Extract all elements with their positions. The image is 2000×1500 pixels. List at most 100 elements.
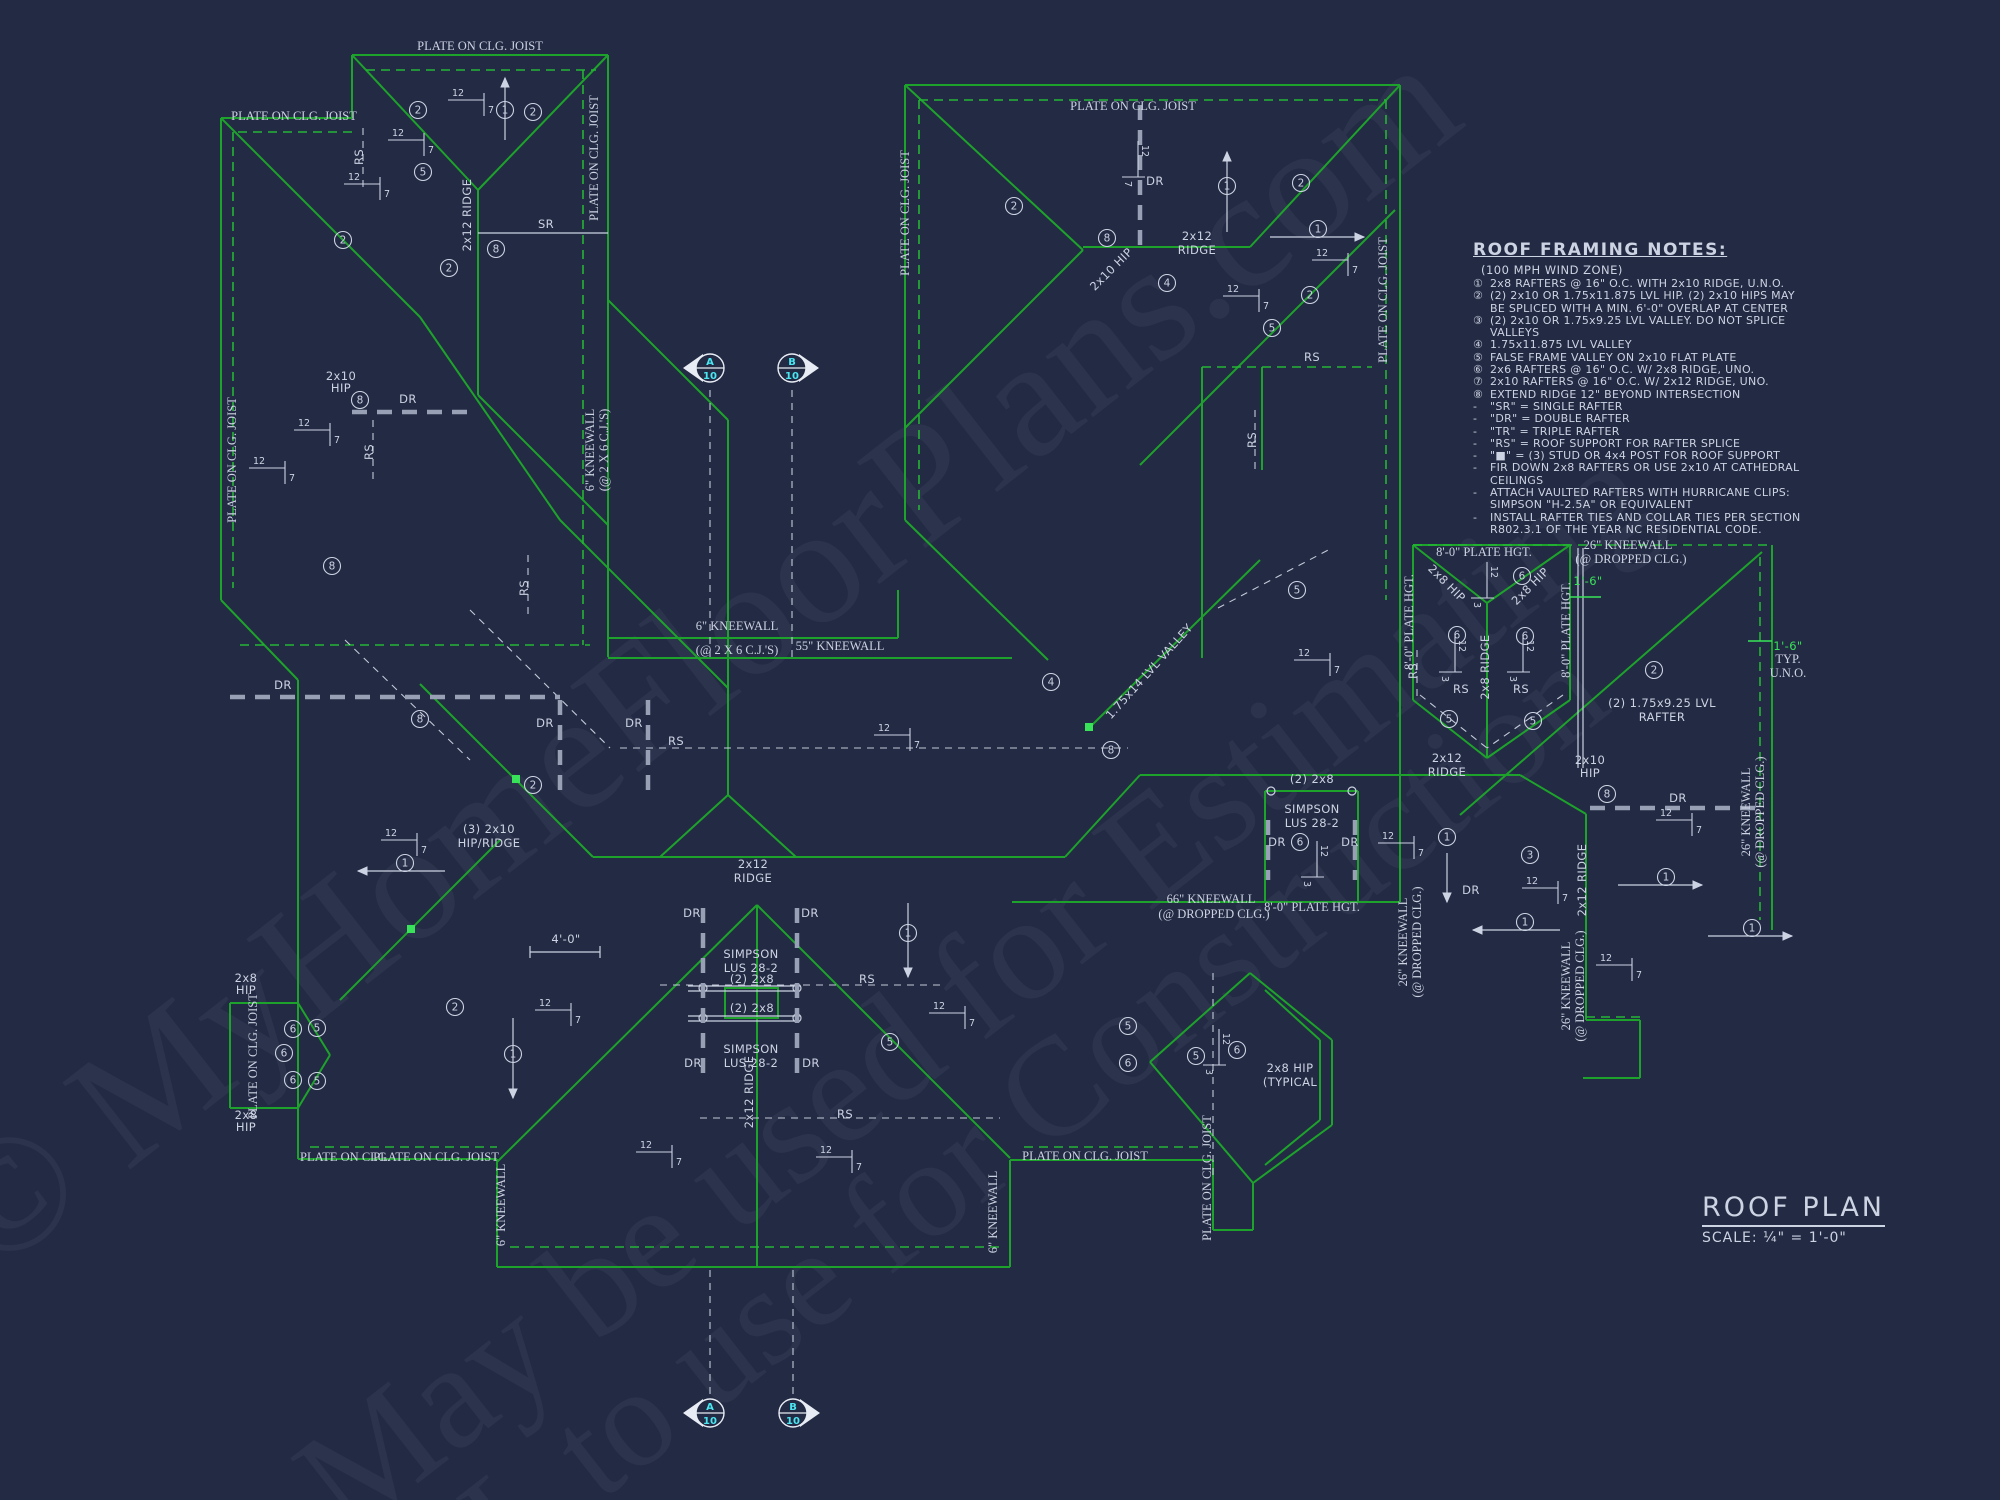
svg-text:12: 12 <box>348 172 360 183</box>
plan-label: (@ DROPPED CLG.) <box>1753 756 1767 867</box>
svg-text:12: 12 <box>1318 845 1329 857</box>
plan-label: 2x10 <box>326 369 356 383</box>
plan-label: (@ DROPPED CLG.) <box>1410 886 1424 997</box>
plan-label: DR <box>1268 835 1286 849</box>
keynote-number: 4 <box>1048 677 1055 689</box>
keynote-number: 2 <box>1307 290 1314 302</box>
svg-text:12: 12 <box>933 1001 945 1012</box>
plan-label: PLATE ON CLG. JOIST <box>1376 237 1390 363</box>
keynote-number: 1 <box>1315 224 1322 236</box>
plan-label: DR <box>399 392 417 406</box>
keynote-number: 2 <box>446 263 453 275</box>
plan-label: DR <box>684 1056 702 1070</box>
keynote-number: 5 <box>1530 716 1537 728</box>
plan-label: 1'-6" <box>1573 574 1602 588</box>
plan-label: (@ DROPPED CLG.) <box>1573 930 1587 1041</box>
keynote-symbol <box>413 162 433 182</box>
keynote-number: 5 <box>1294 585 1301 597</box>
notes-heading: ROOF FRAMING NOTES: <box>1473 240 1728 260</box>
keynote-number: 6 <box>1297 837 1304 849</box>
keynote-symbol <box>1227 1040 1247 1060</box>
plan-label: PLATE ON CLG. JOIST <box>898 150 912 276</box>
plan-label: RS <box>837 1107 853 1121</box>
plan-label: DR <box>683 906 701 920</box>
roof-outline-linework <box>220 54 1773 1268</box>
keynote-number: 5 <box>314 1023 321 1035</box>
plan-label: 26" KNEEWALL <box>1739 768 1753 857</box>
slope-marker: 123 <box>1439 636 1467 682</box>
keynote-symbol <box>1439 709 1459 729</box>
keynote-number: 5 <box>420 167 427 179</box>
svg-text:7: 7 <box>1418 848 1424 859</box>
plan-label: 2x10 <box>1575 753 1605 767</box>
plan-label: (2) 2x8 <box>730 972 774 986</box>
keynote-number: 8 <box>357 395 364 407</box>
plan-label: PLATE ON CLG. JOIST <box>231 109 357 123</box>
keynote-symbol <box>283 1019 303 1039</box>
keynote-number: 2 <box>1011 201 1018 213</box>
slope-marker: 127 <box>1522 876 1568 904</box>
svg-text:12: 12 <box>253 456 265 467</box>
svg-text:B: B <box>788 357 796 368</box>
svg-text:12: 12 <box>452 88 464 99</box>
plan-label: PLATE ON CLG. JOIST <box>246 993 260 1119</box>
keynote-number: 6 <box>1234 1045 1241 1057</box>
plan-label: RIDGE <box>1428 765 1466 779</box>
plan-label: 26" KNEEWALL <box>1396 898 1410 987</box>
plan-label: 26" KNEEWALL <box>1584 538 1673 552</box>
plan-label: PLATE ON CLG. JOIST <box>373 1150 499 1164</box>
keynote-symbol <box>1287 580 1307 600</box>
plan-label: RIDGE <box>1178 243 1216 257</box>
plan-label: (TYPICAL <box>1263 1075 1318 1089</box>
svg-text:12: 12 <box>1600 953 1612 964</box>
keynote-number: 1 <box>1522 917 1529 929</box>
keynote-number: 8 <box>417 714 424 726</box>
slope-marker: 127 <box>1378 831 1424 859</box>
plan-label: 8'-0" PLATE HGT. <box>1559 582 1573 678</box>
slope-marker: 123 <box>1471 562 1499 608</box>
keynote-symbol <box>898 923 918 943</box>
svg-text:12: 12 <box>640 1140 652 1151</box>
keynote-number: 2 <box>1298 178 1305 190</box>
keynote-symbol <box>1512 566 1532 586</box>
svg-text:12: 12 <box>1488 566 1499 578</box>
plan-label: (@ 2 X 6 C.J.'S) <box>597 409 611 492</box>
page-title: ROOF PLAN <box>1702 1192 1885 1227</box>
keynote-symbol <box>523 102 543 122</box>
keynote-number: 2 <box>530 107 537 119</box>
svg-text:12: 12 <box>1316 248 1328 259</box>
keynote-symbol <box>1262 318 1282 338</box>
plan-label: RIDGE <box>734 871 772 885</box>
note-item: -"RS" = ROOF SUPPORT FOR RAFTER SPLICE <box>1473 436 1741 450</box>
plan-label: 66" KNEEWALL <box>1167 892 1256 906</box>
notes-subheading: (100 MPH WIND ZONE) <box>1481 263 1623 277</box>
svg-text:12: 12 <box>1298 648 1310 659</box>
keynote-number: 1 <box>905 928 912 940</box>
svg-text:3: 3 <box>1507 676 1518 682</box>
note-item: -"TR" = TRIPLE RAFTER <box>1473 424 1620 438</box>
keynote-symbol <box>322 556 342 576</box>
keynote-symbol <box>1291 173 1311 193</box>
slope-marker: 127 <box>929 1001 975 1029</box>
keynote-symbol <box>307 1071 327 1091</box>
svg-text:7: 7 <box>676 1157 682 1168</box>
keynote-number: 6 <box>281 1048 288 1060</box>
keynote-number: 1 <box>1663 872 1670 884</box>
support-dashed-linework <box>344 128 1564 1395</box>
plan-label: 2x8 <box>235 1108 258 1122</box>
plan-label: PLATE ON CLG. JOIST <box>417 39 543 53</box>
plan-label: LUS 28-2 <box>724 1056 779 1070</box>
keynote-symbol <box>1041 672 1061 692</box>
plan-label: HIP <box>236 1120 256 1134</box>
svg-text:3: 3 <box>1301 881 1312 887</box>
keynote-number: 8 <box>1108 745 1115 757</box>
slope-marker: 127 <box>381 828 427 856</box>
keynote-symbol <box>1742 918 1762 938</box>
plan-label: 6" KNEEWALL <box>696 619 779 633</box>
keynote-symbol <box>523 775 543 795</box>
keynote-number: 5 <box>1193 1051 1200 1063</box>
plan-label: 2x12 <box>1432 751 1462 765</box>
keynote-symbol <box>503 1044 523 1064</box>
